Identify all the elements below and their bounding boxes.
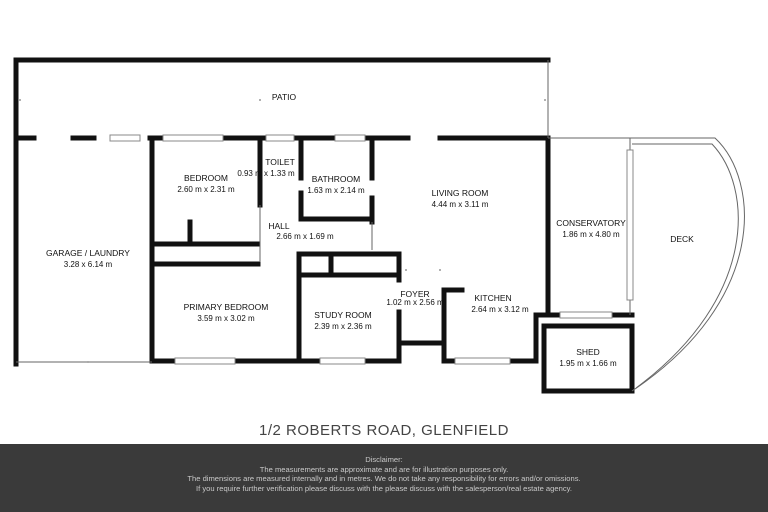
- conservatory-label: CONSERVATORY: [556, 218, 626, 228]
- bathroom-label: BATHROOM: [312, 174, 360, 184]
- foyer-dimensions: 1.02 m x 2.56 m: [386, 298, 444, 307]
- conservatory-dimensions: 1.86 m x 4.80 m: [562, 230, 620, 239]
- disclaimer-footer: Disclaimer: The measurements are approxi…: [0, 444, 768, 512]
- disclaimer-line-1: The measurements are approximate and are…: [259, 464, 509, 474]
- property-address: 1/2 ROBERTS ROAD, GLENFIELD: [259, 422, 509, 439]
- bedroom-label: BEDROOM: [184, 173, 228, 183]
- study-room-dimensions: 2.39 m x 2.36 m: [314, 322, 372, 331]
- kitchen-label: KITCHEN: [474, 293, 511, 303]
- toilet-label: TOILET: [265, 157, 295, 167]
- primary-bedroom-label: PRIMARY BEDROOM: [184, 302, 269, 312]
- living-room-label: LIVING ROOM: [432, 188, 489, 198]
- disclaimer-line-2: The dimensions are measured internally a…: [187, 474, 581, 484]
- hall-dimensions: 2.66 m x 1.69 m: [276, 232, 334, 241]
- garage-label: GARAGE / LAUNDRY: [46, 248, 130, 258]
- floor-plan: PATIO GARAGE / LAUNDRY 3.28 x 6.14 m BED…: [13, 57, 745, 394]
- walls: [13, 57, 635, 394]
- kitchen-dimensions: 2.64 m x 3.12 m: [471, 305, 529, 314]
- primary-bedroom-dimensions: 3.59 m x 3.02 m: [197, 314, 255, 323]
- windows: [109, 134, 634, 365]
- garage-dimensions: 3.28 x 6.14 m: [64, 260, 113, 269]
- disclaimer-line-3: If you require further verification plea…: [196, 483, 572, 493]
- dots: [19, 99, 546, 363]
- bedroom-dimensions: 2.60 m x 2.31 m: [177, 185, 235, 194]
- hall-label: HALL: [268, 221, 290, 231]
- shed-label: SHED: [576, 347, 600, 357]
- bathroom-dimensions: 1.63 m x 2.14 m: [307, 186, 365, 195]
- toilet-dimensions: 0.93 m x 1.33 m: [237, 169, 295, 178]
- study-room-label: STUDY ROOM: [314, 310, 371, 320]
- shed-dimensions: 1.95 m x 1.66 m: [559, 359, 617, 368]
- patio-label: PATIO: [272, 92, 297, 102]
- living-room-dimensions: 4.44 m x 3.11 m: [432, 200, 489, 209]
- deck-label: DECK: [670, 234, 694, 244]
- foyer-label: FOYER: [400, 289, 429, 299]
- thin-lines: [16, 60, 745, 392]
- disclaimer-title: Disclaimer:: [365, 455, 403, 464]
